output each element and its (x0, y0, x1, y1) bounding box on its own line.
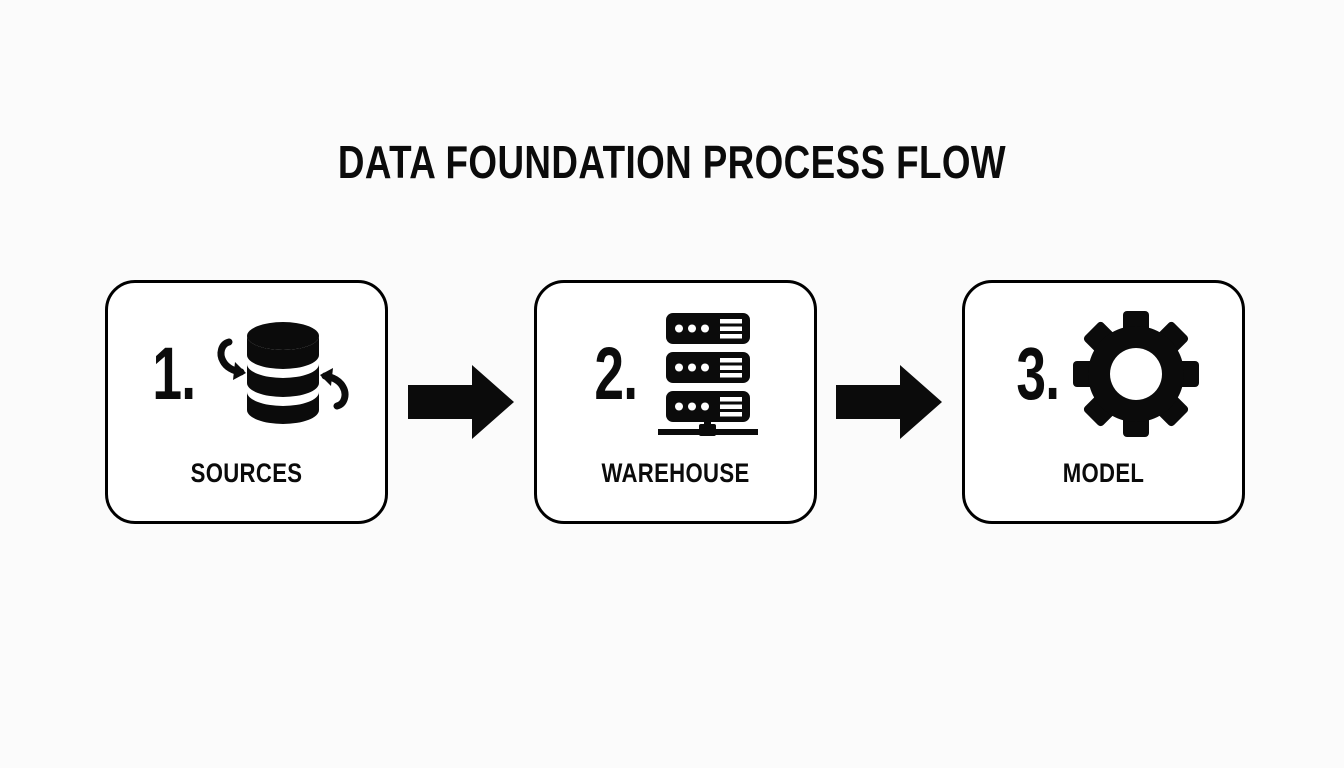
gear-icon (1073, 310, 1200, 437)
card-3-header: 3. (965, 310, 1242, 437)
flow-step-card-3[interactable]: 3. (962, 280, 1245, 524)
step-number-2: 2. (594, 331, 639, 415)
step-label-2: WAREHOUSE (600, 458, 750, 488)
flow-row: 1. (105, 280, 1245, 524)
page-title: DATA FOUNDATION PROCESS FLOW (337, 136, 1007, 188)
card-2-header: 2. (537, 311, 814, 436)
step-number-3: 3. (1016, 331, 1060, 415)
arrow-right-icon-2 (836, 363, 943, 441)
step-label-3: MODEL (1062, 458, 1145, 488)
flow-step-card-2[interactable]: 2. (533, 280, 817, 524)
flow-step-card-1[interactable]: 1. (105, 280, 388, 524)
arrow-right-icon-1 (407, 363, 514, 441)
database-icon (209, 314, 349, 434)
step-label-1: SOURCES (190, 458, 303, 488)
server-rack-icon (652, 311, 764, 437)
step-number-1: 1. (152, 331, 196, 415)
card-1-header: 1. (108, 311, 385, 436)
